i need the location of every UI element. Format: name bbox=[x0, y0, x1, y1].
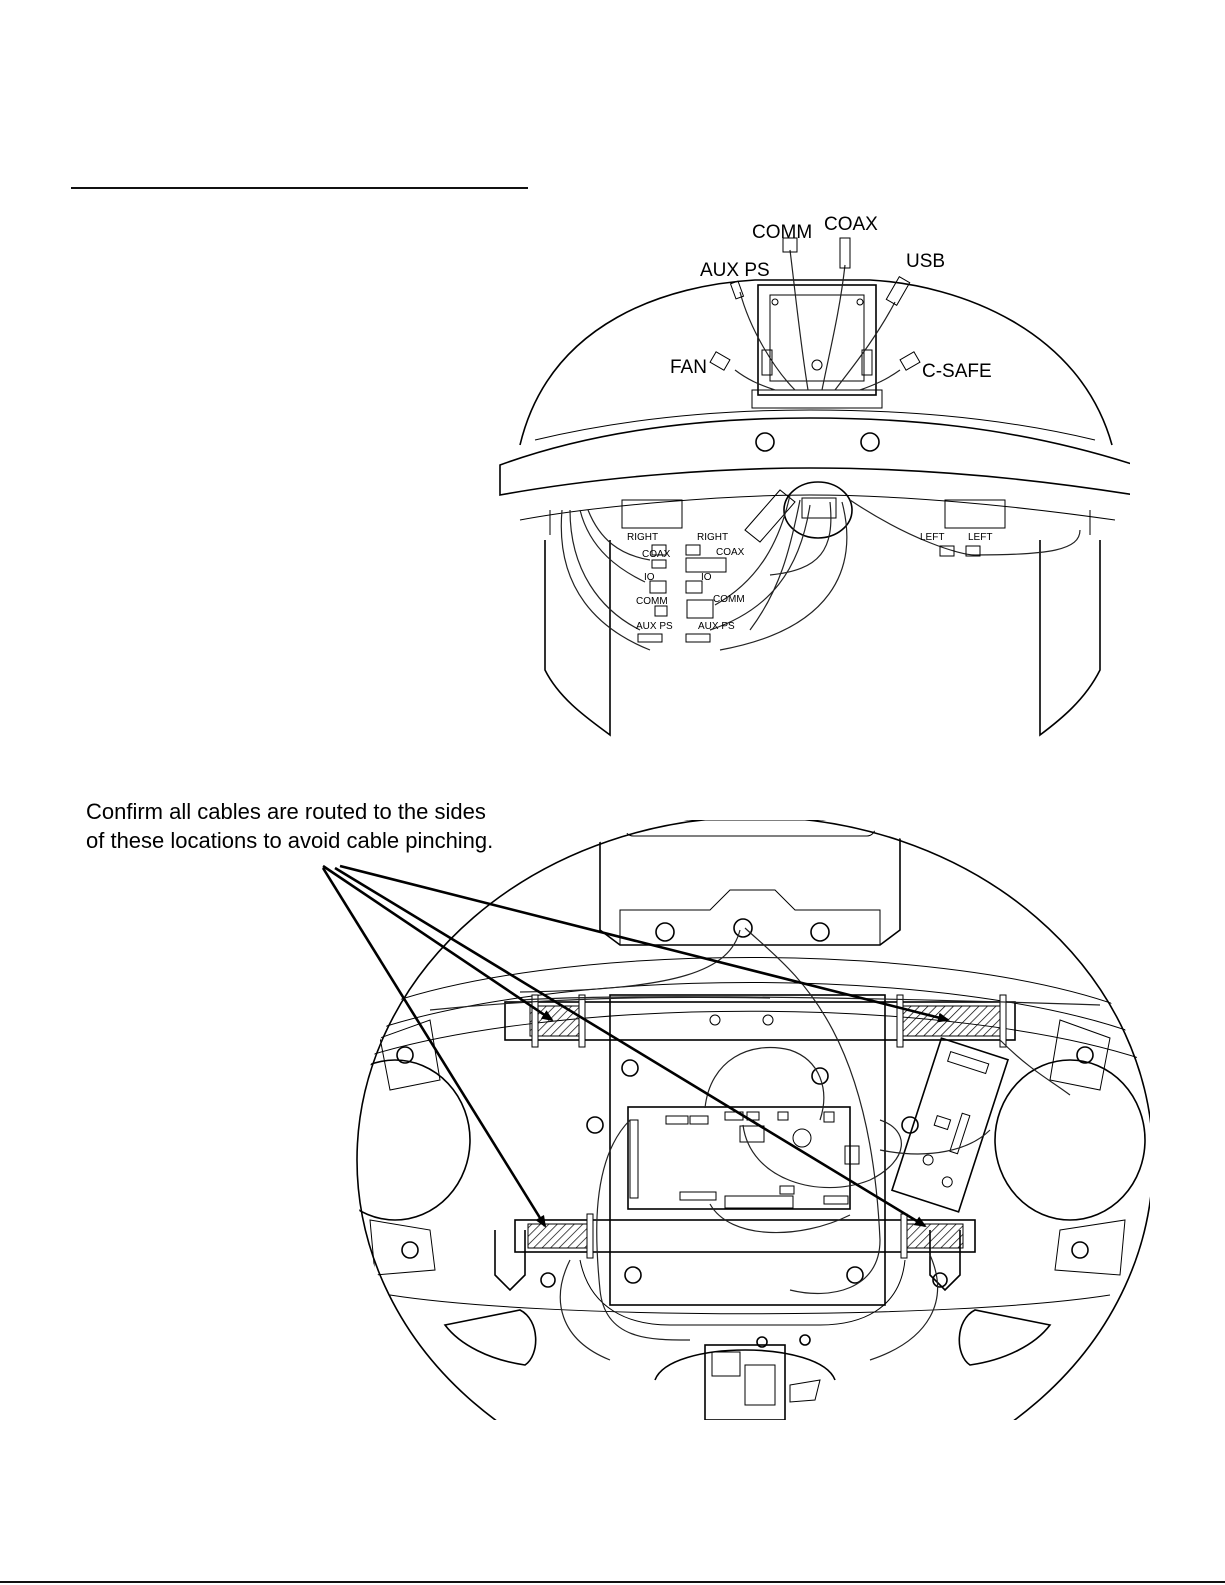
footer-rule bbox=[0, 1581, 1225, 1583]
arrow-to-lower-left-pad bbox=[323, 868, 545, 1226]
arrow-to-upper-left-pad bbox=[323, 866, 552, 1020]
arrow-to-upper-right-pad bbox=[340, 866, 948, 1020]
arrow-to-lower-right-pad bbox=[335, 868, 925, 1226]
